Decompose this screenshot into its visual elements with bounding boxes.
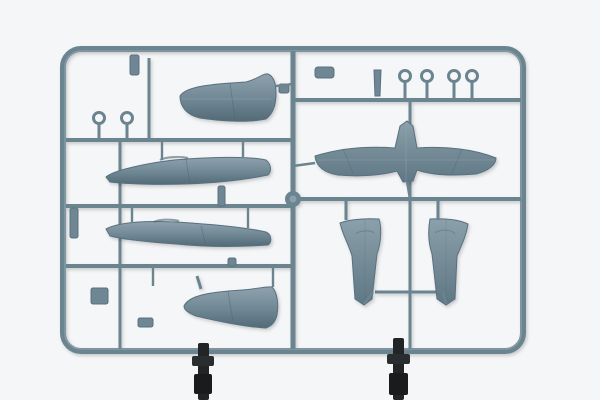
side-label-part bbox=[69, 207, 79, 239]
small-part bbox=[217, 185, 226, 207]
ring-part bbox=[465, 69, 479, 83]
tailplane-left bbox=[339, 200, 382, 306]
stand-base-right bbox=[389, 373, 408, 395]
small-part bbox=[227, 257, 237, 267]
ring-parts bbox=[92, 69, 479, 140]
canopy-part bbox=[314, 66, 335, 79]
ring-part bbox=[398, 69, 412, 83]
ring-part bbox=[447, 69, 461, 83]
ring-part bbox=[420, 69, 434, 83]
display-stand bbox=[192, 338, 410, 400]
tailplane-right bbox=[428, 200, 469, 306]
stand-clamp-right bbox=[387, 354, 410, 364]
fuselage-bottom bbox=[183, 275, 279, 329]
small-part bbox=[90, 287, 109, 305]
small-part bbox=[137, 317, 154, 328]
antenna-part bbox=[373, 69, 382, 97]
small-part bbox=[129, 54, 140, 76]
ring-part bbox=[92, 111, 106, 125]
small-parts bbox=[69, 54, 382, 328]
fuselage-middle-2 bbox=[105, 218, 272, 247]
attachment-gates bbox=[130, 82, 448, 305]
wing-panel bbox=[314, 120, 497, 183]
ring-part bbox=[120, 111, 134, 125]
fuselage-top bbox=[179, 73, 277, 122]
stand-clamp-left bbox=[192, 356, 214, 366]
stand-base-left bbox=[194, 374, 212, 394]
